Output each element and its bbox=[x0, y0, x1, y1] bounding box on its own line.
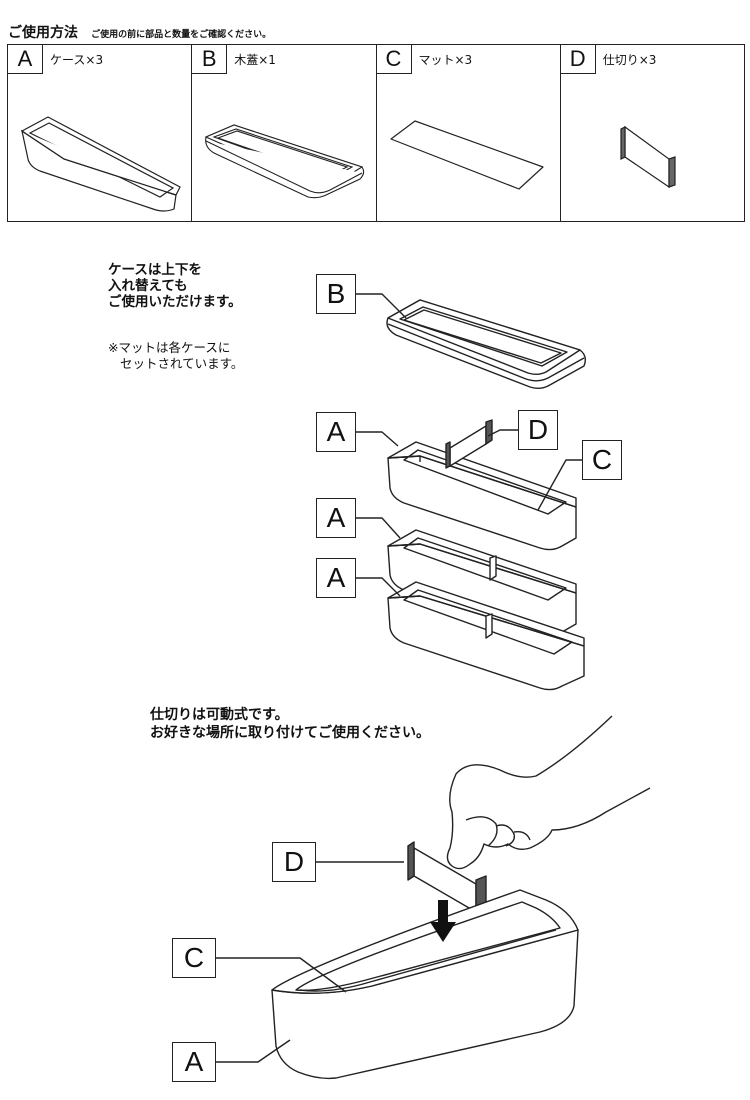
part-a: A ケース×3 bbox=[8, 45, 193, 221]
label-a: A bbox=[316, 558, 356, 598]
page-header: ご使用方法 ご使用の前に部品と数量をご確認ください。 bbox=[8, 22, 271, 42]
part-c: C マット×3 bbox=[376, 45, 561, 221]
lid-illustration bbox=[204, 124, 365, 199]
divider-drawing bbox=[445, 419, 493, 469]
mat-note: ※マットは各ケースに セットされています。 bbox=[108, 340, 243, 372]
part-letter: C bbox=[376, 45, 412, 74]
label-b: B bbox=[316, 274, 356, 314]
part-name: ケース×3 bbox=[50, 53, 104, 67]
part-letter: A bbox=[8, 45, 43, 74]
part-name: 木蓋×1 bbox=[234, 53, 276, 67]
label-c: C bbox=[172, 938, 216, 978]
lid-drawing bbox=[386, 299, 587, 389]
note-line: 入れ替えても bbox=[108, 278, 188, 294]
label-a: A bbox=[316, 498, 356, 538]
hand-drawing bbox=[446, 715, 651, 870]
reversible-note: ケースは上下を 入れ替えても ご使用いただけます。 bbox=[108, 262, 328, 310]
part-letter: B bbox=[192, 45, 228, 74]
case-illustration bbox=[20, 116, 181, 212]
label-d: D bbox=[518, 410, 558, 450]
instruction-line: 仕切りは可動式です。 bbox=[150, 707, 289, 723]
case-bottom-drawing bbox=[387, 581, 585, 691]
part-letter: D bbox=[560, 45, 596, 74]
part-name: マット×3 bbox=[418, 53, 473, 67]
note-line: ケースは上下を bbox=[108, 262, 202, 278]
label-c: C bbox=[582, 440, 622, 480]
divider-instruction: 仕切りは可動式です。 お好きな場所に取り付けてご使用ください。 bbox=[150, 706, 430, 742]
page-title: ご使用方法 bbox=[8, 25, 78, 41]
note-line: ※マットは各ケースに bbox=[108, 340, 231, 355]
part-name: 仕切り×3 bbox=[602, 53, 657, 67]
parts-list: A ケース×3 B 木蓋×1 C マット×3 bbox=[7, 44, 745, 222]
label-d: D bbox=[272, 842, 316, 882]
instruction-line: お好きな場所に取り付けてご使用ください。 bbox=[150, 725, 430, 741]
note-line: ご使用いただけます。 bbox=[108, 294, 242, 310]
held-divider-drawing bbox=[407, 841, 487, 913]
note-line: セットされています。 bbox=[120, 356, 244, 371]
large-case-drawing bbox=[271, 889, 579, 1080]
mat-illustration bbox=[389, 120, 544, 190]
case-top-drawing bbox=[387, 441, 577, 551]
part-d: D 仕切り×3 bbox=[560, 45, 744, 221]
label-a: A bbox=[172, 1042, 216, 1082]
down-arrow-icon bbox=[430, 900, 456, 942]
label-a: A bbox=[316, 412, 356, 452]
part-b: B 木蓋×1 bbox=[192, 45, 377, 221]
divider-illustration bbox=[620, 125, 676, 189]
page-subtitle: ご使用の前に部品と数量をご確認ください。 bbox=[91, 30, 272, 40]
